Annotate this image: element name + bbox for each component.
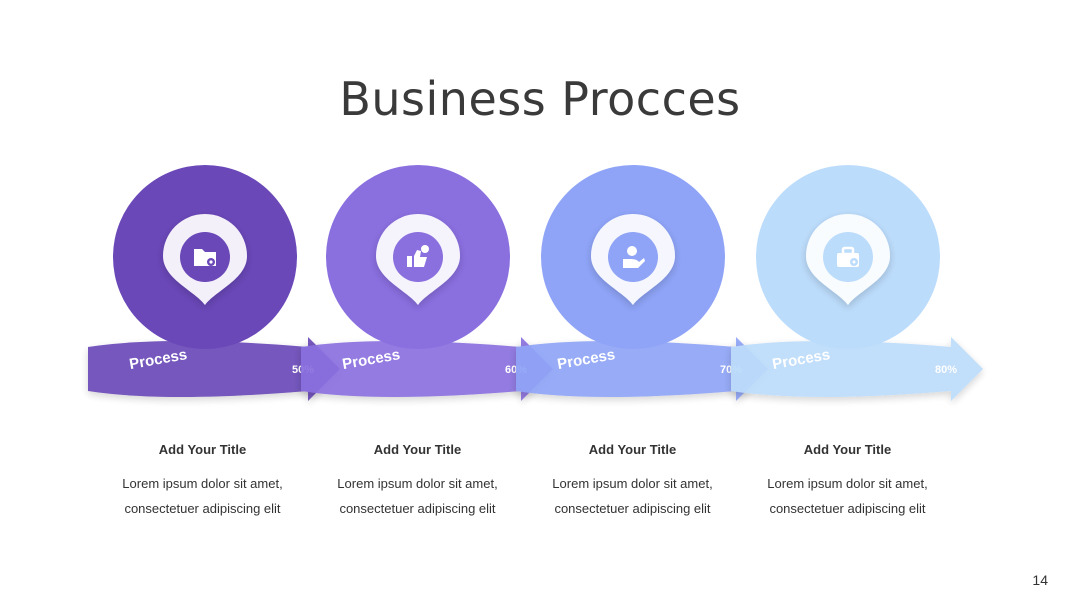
step-4-description-line-1: Lorem ipsum dolor sit amet, [767, 476, 928, 491]
process-step-1: Process50% [88, 165, 340, 401]
process-step-3: Process70% [516, 165, 768, 401]
step-1-title: Add Your Title [158, 442, 247, 457]
toolbox-gear-icon [837, 246, 859, 267]
step-2-description-line-1: Lorem ipsum dolor sit amet, [337, 476, 498, 491]
step-1-text-block: Add Your Title Lorem ipsum dolor sit ame… [95, 442, 310, 521]
step-3-description-line-1: Lorem ipsum dolor sit amet, [552, 476, 713, 491]
page-number: 14 [1032, 572, 1048, 588]
step-4-ribbon-arrow [731, 337, 983, 401]
slide-title: Business Procces [339, 72, 741, 126]
step-4-percent: 80% [935, 364, 957, 376]
step-1-description-line-2: consectetuer adipiscing elit [124, 501, 281, 516]
step-2-description-line-2: consectetuer adipiscing elit [339, 501, 496, 516]
step-3-title: Add Your Title [588, 442, 677, 457]
process-step-2: Process60% [301, 165, 553, 401]
step-4-description-line-2: consectetuer adipiscing elit [769, 501, 926, 516]
step-3-description-line-2: consectetuer adipiscing elit [554, 501, 711, 516]
step-2-title: Add Your Title [373, 442, 462, 457]
step-2-ribbon-arrow [301, 337, 553, 401]
step-2-text-block: Add Your Title Lorem ipsum dolor sit ame… [310, 442, 525, 521]
step-4-text-block: Add Your Title Lorem ipsum dolor sit ame… [740, 442, 955, 521]
step-3-icon-disc [608, 232, 658, 282]
step-1-description-line-1: Lorem ipsum dolor sit amet, [122, 476, 283, 491]
thumbs-up-badge-icon [407, 245, 429, 267]
hand-coin-icon [623, 246, 645, 268]
folder-gear-icon [194, 249, 216, 266]
step-3-ribbon-arrow [516, 337, 768, 401]
step-1-ribbon-arrow [88, 337, 340, 401]
step-3-text-block: Add Your Title Lorem ipsum dolor sit ame… [525, 442, 740, 521]
step-4-title: Add Your Title [803, 442, 892, 457]
